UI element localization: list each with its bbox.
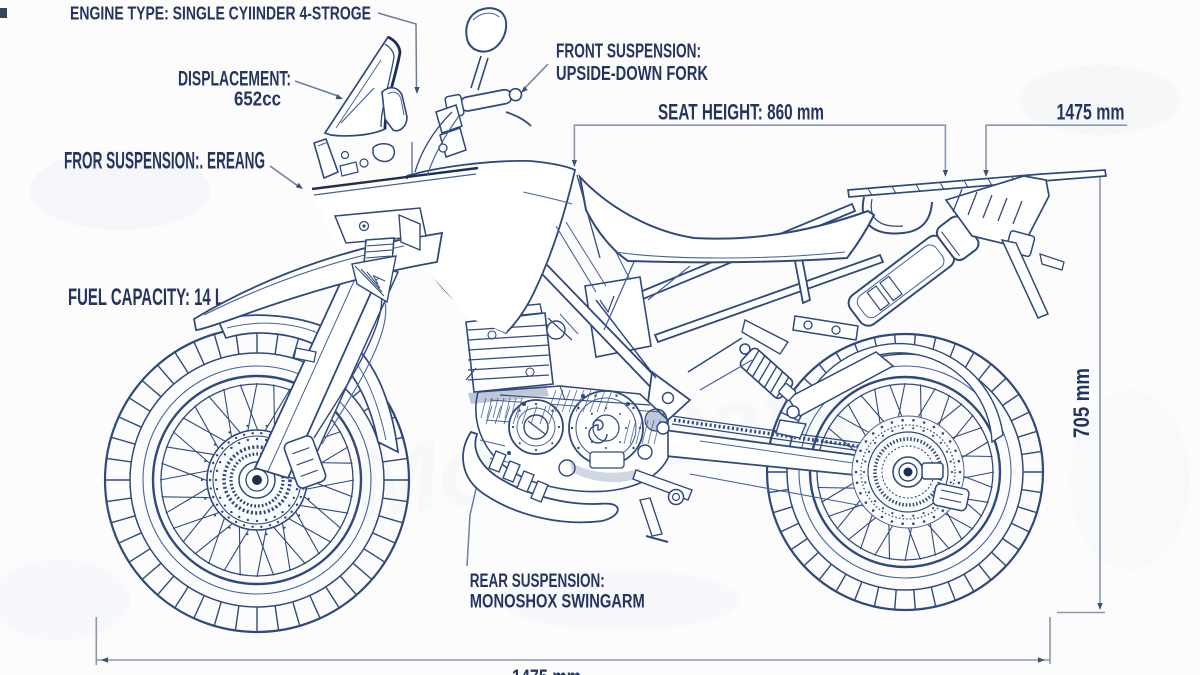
svg-text:SEAT HEIGHT: 860 mm: SEAT HEIGHT: 860 mm — [658, 100, 824, 125]
svg-text:FUEL CAPACITY: 14 L: FUEL CAPACITY: 14 L — [68, 284, 224, 311]
svg-text:ENGINE TYPE: SINGLE CYIINDER 4: ENGINE TYPE: SINGLE CYIINDER 4-STROGE — [70, 4, 371, 24]
svg-text:MONOSHOX SWINGARM: MONOSHOX SWINGARM — [470, 592, 645, 613]
svg-text:DISPLACEMENT:: DISPLACEMENT: — [178, 68, 291, 91]
svg-text:1475 mm: 1475 mm — [1057, 100, 1125, 125]
svg-text:FROR SUSPENSION:. EREANG: FROR SUSPENSION:. EREANG — [64, 148, 265, 175]
svg-text:REAR SUSPENSION:: REAR SUSPENSION: — [470, 571, 605, 592]
svg-text:FRONT SUSPENSION:: FRONT SUSPENSION: — [556, 41, 701, 63]
svg-text:1475 mm: 1475 mm — [512, 666, 581, 675]
svg-text:652cc: 652cc — [234, 89, 281, 111]
svg-text:UPSIDE-DOWN FORK: UPSIDE-DOWN FORK — [556, 63, 708, 85]
svg-text:705 mm: 705 mm — [1069, 368, 1094, 438]
